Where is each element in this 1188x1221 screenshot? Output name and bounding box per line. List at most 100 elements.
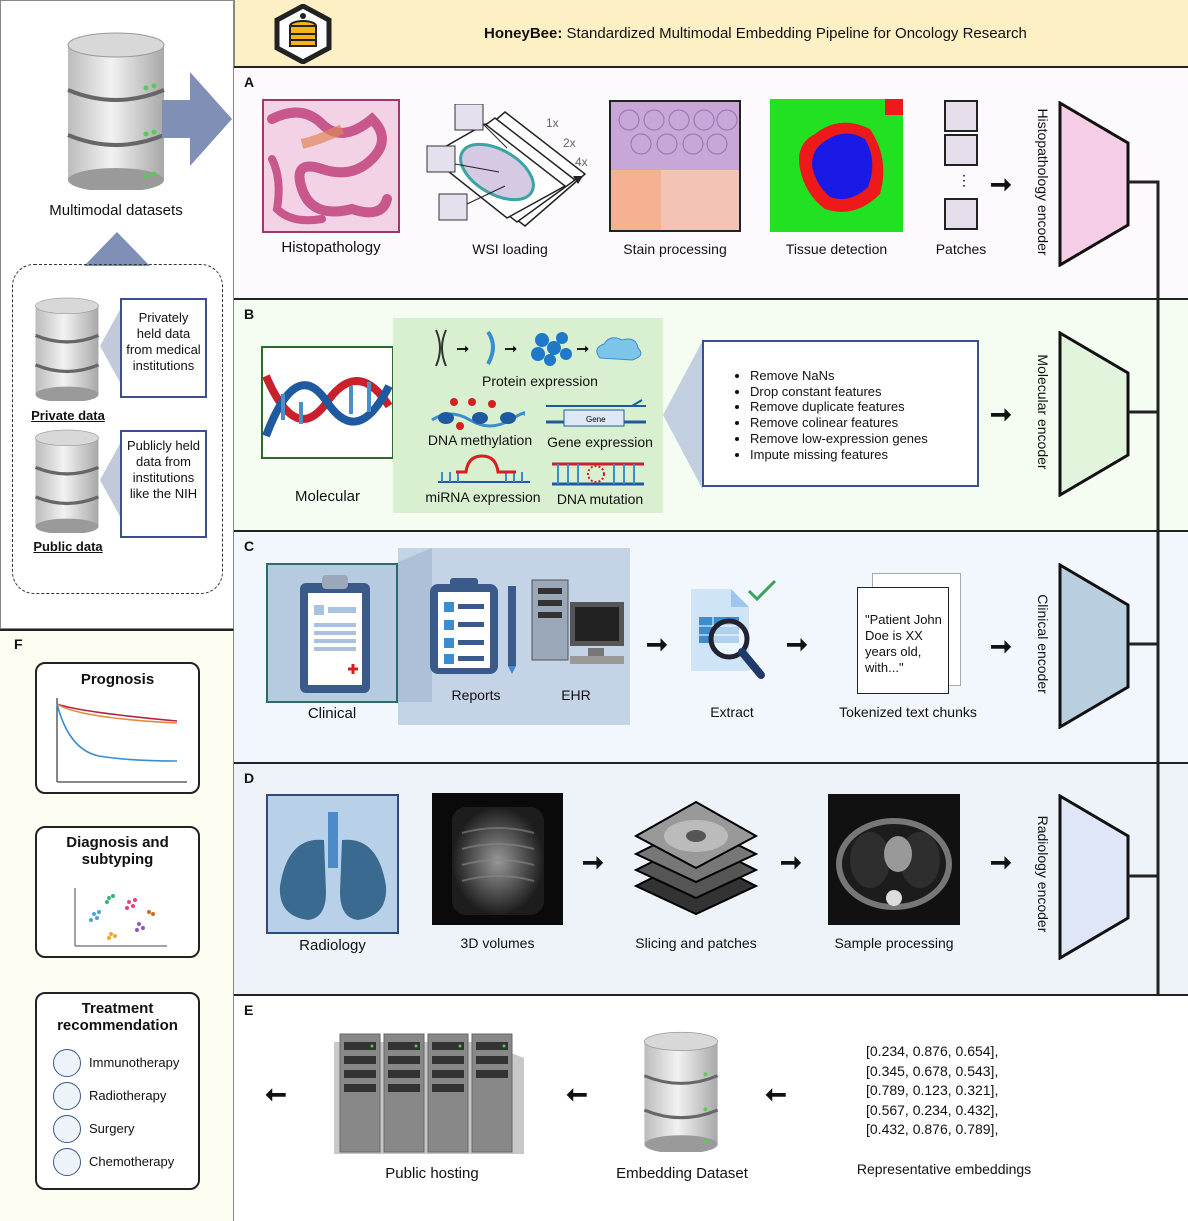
panel-f-letter: F <box>14 636 23 652</box>
clipboard-icon <box>300 575 370 693</box>
arrow-e-out: ➞ <box>265 1079 287 1109</box>
cluster-plot-icon <box>74 888 167 947</box>
chunk-card: "Patient John Doe is XX years old, with.… <box>857 587 949 694</box>
arrow-d2: ➞ <box>780 847 802 877</box>
ct-sample-image <box>828 794 960 925</box>
diagnosis-card: Diagnosis and subtyping <box>35 826 200 958</box>
public-hosting-label: Public hosting <box>385 1165 479 1182</box>
treatment-immunotherapy: Immunotherapy <box>53 1046 179 1079</box>
lungs-icon <box>279 812 387 920</box>
svg-text:➞: ➞ <box>456 341 469 358</box>
omics-pointer <box>663 340 703 495</box>
mutation-icon <box>550 456 646 495</box>
diagnosis-title: Diagnosis and subtyping <box>66 834 169 868</box>
reports-label: Reports <box>451 687 501 703</box>
protein-label: Protein expression <box>482 373 598 389</box>
step-item: Remove duplicate features <box>750 399 965 415</box>
datasets-arrow <box>162 72 234 171</box>
arrow-d1: ➞ <box>582 847 604 877</box>
tokenized-label: Tokenized text chunks <box>839 704 977 720</box>
prognosis-card: Prognosis <box>35 662 200 794</box>
mag-1x: 1x <box>546 116 559 130</box>
radiology-label: Radiology <box>299 937 366 954</box>
panel-c-letter: C <box>244 538 255 554</box>
preprocessing-box: Remove NaNs Drop constant features Remov… <box>702 340 979 487</box>
mol-encoder-label: Molecular encoder <box>1035 354 1051 470</box>
histo-label: Histopathology <box>281 239 381 256</box>
step-item: Impute missing features <box>750 447 965 463</box>
panel-b-letter: B <box>244 306 255 322</box>
preprocessing-steps: Remove NaNs Drop constant features Remov… <box>732 368 965 462</box>
treatment-card: Treatment recommendation Immunotherapy R… <box>35 992 200 1190</box>
public-pointer <box>100 440 122 525</box>
rad-encoder-label: Radiology encoder <box>1035 815 1051 933</box>
arrow-e-dataset: ➞ <box>765 1079 787 1109</box>
histopathology-image <box>262 99 400 238</box>
gene-box-text: Gene <box>586 415 606 424</box>
wsi-pyramid <box>425 103 595 239</box>
embedding-row: [0.234, 0.876, 0.654], <box>866 1043 999 1059</box>
mirna-label: miRNA expression <box>425 489 541 505</box>
embedding-dataset-label: Embedding Dataset <box>616 1165 748 1182</box>
survival-curves-icon <box>56 698 187 783</box>
extract-label: Extract <box>710 704 754 720</box>
patch-stack: ⋮ <box>943 99 979 238</box>
private-data-label: Private data <box>31 408 105 423</box>
arrow-c2: ➞ <box>786 629 808 659</box>
panel-e-letter: E <box>244 1002 254 1018</box>
gene-label: Gene expression <box>547 434 653 450</box>
syringe-icon <box>53 1147 81 1176</box>
radiotherapy-icon <box>53 1081 81 1110</box>
mol-encoder-trapezoid <box>1058 330 1130 502</box>
wsi-label: WSI loading <box>472 241 548 257</box>
clin-encoder-label: Clinical encoder <box>1035 594 1051 694</box>
arrow-a: ➞ <box>990 169 1012 199</box>
up-triangle <box>84 232 150 271</box>
panel-d-letter: D <box>244 770 255 786</box>
sample-label: Sample processing <box>834 935 954 951</box>
ehr-label: EHR <box>561 687 591 703</box>
mag-4x: 4x <box>575 155 588 169</box>
slicing-label: Slicing and patches <box>635 935 757 951</box>
header <box>234 0 1188 66</box>
private-database-icon <box>34 296 100 401</box>
methylation-label: DNA methylation <box>427 432 533 448</box>
embedding-row: [0.432, 0.876, 0.789], <box>866 1121 999 1137</box>
rep-embeddings-label: Representative embeddings <box>856 1161 1032 1177</box>
antibody-icon <box>53 1048 81 1077</box>
embedding-row: [0.345, 0.678, 0.543], <box>866 1062 999 1079</box>
embedding-vectors: [0.234, 0.876, 0.654], [0.345, 0.678, 0.… <box>866 1042 998 1140</box>
server-rack-icon <box>334 1028 528 1163</box>
embedding-database-icon <box>632 1030 730 1152</box>
public-desc-box: Publicly held data from institutions lik… <box>120 430 207 538</box>
mirna-icon <box>436 452 532 493</box>
tissue-detection-image <box>770 99 903 237</box>
clinical-clipboard-image <box>266 563 398 703</box>
clinical-pointer-bg <box>398 548 432 707</box>
honeybee-logo <box>274 3 332 69</box>
scalpel-icon <box>53 1114 81 1143</box>
molecular-label: Molecular <box>294 488 361 505</box>
step-item: Remove colinear features <box>750 415 965 431</box>
step-item: Remove low-expression genes <box>750 431 965 447</box>
stain-image <box>609 100 741 237</box>
treatment-chemotherapy: Chemotherapy <box>53 1145 179 1178</box>
extract-icon <box>685 579 781 688</box>
molecular-dna-image <box>261 346 394 464</box>
embedding-row: [0.789, 0.123, 0.321], <box>866 1082 999 1098</box>
encoder-output-connector <box>1070 180 1170 1105</box>
rad-encoder-trapezoid <box>1058 793 1130 965</box>
svg-text:➞: ➞ <box>504 341 517 358</box>
arrow-c1: ➞ <box>646 629 668 659</box>
volumes-label: 3D volumes <box>460 935 535 951</box>
treatment-surgery: Surgery <box>53 1112 179 1145</box>
gene-expression-icon: Gene <box>544 396 648 437</box>
treatment-radiotherapy: Radiotherapy <box>53 1079 179 1112</box>
lungs-image <box>266 794 399 934</box>
prognosis-title: Prognosis <box>80 671 155 688</box>
histo-encoder-trapezoid <box>1058 100 1130 272</box>
methylation-icon <box>430 394 528 435</box>
histo-encoder-label: Histopathology encoder <box>1035 108 1051 256</box>
arrow-e-hosting: ➞ <box>566 1079 588 1109</box>
patches-label: Patches <box>935 241 987 257</box>
